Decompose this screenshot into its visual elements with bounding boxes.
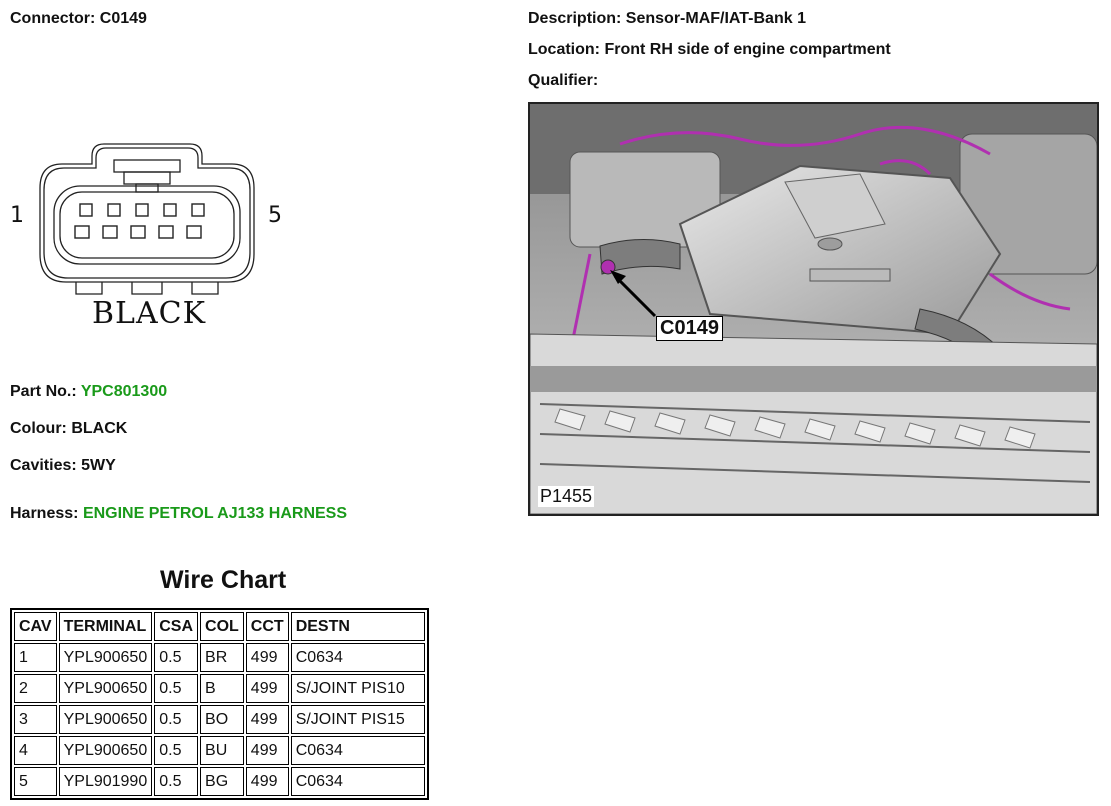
header-destn: DESTN: [290, 612, 425, 641]
connector-face-icon: [39, 143, 255, 295]
colour-value: BLACK: [71, 420, 128, 437]
table-row: 5 YPL901990 0.5 BG 499 C0634: [14, 767, 425, 796]
wire-chart-title: Wire Chart: [160, 566, 287, 594]
cell-col: B: [200, 674, 244, 703]
cell-col: BG: [200, 767, 244, 796]
cell-csa: 0.5: [154, 767, 199, 796]
location-photo: C0149 P1455: [528, 102, 1099, 516]
harness-link[interactable]: ENGINE PETROL AJ133 HARNESS: [82, 505, 348, 522]
cell-csa: 0.5: [154, 674, 199, 703]
description-value: Sensor-MAF/IAT-Bank 1: [625, 10, 806, 27]
colour-line: Colour: BLACK: [10, 420, 127, 438]
cell-cct: 499: [245, 705, 289, 734]
cavities-value: 5WY: [81, 457, 116, 474]
photo-reference-label: P1455: [538, 486, 595, 507]
cell-cct: 499: [245, 767, 289, 796]
cell-cav: 1: [14, 643, 57, 672]
cell-cav: 5: [14, 767, 57, 796]
cavities-label: Cavities:: [10, 457, 77, 474]
table-row: 4 YPL900650 0.5 BU 499 C0634: [14, 736, 425, 765]
table-row: 2 YPL900650 0.5 B 499 S/JOINT PIS10: [14, 674, 425, 703]
cell-destn: S/JOINT PIS15: [290, 705, 425, 734]
cell-cct: 499: [245, 736, 289, 765]
part-number-label: Part No.:: [10, 383, 77, 400]
header-cct: CCT: [245, 612, 289, 641]
photo-callout-label: C0149: [656, 316, 723, 341]
colour-label: Colour:: [10, 420, 67, 437]
cell-csa: 0.5: [154, 705, 199, 734]
table-row: 3 YPL900650 0.5 BO 499 S/JOINT PIS15: [14, 705, 425, 734]
qualifier-line: Qualifier:: [528, 72, 598, 90]
description-line: Description: Sensor-MAF/IAT-Bank 1: [528, 10, 806, 28]
connector-label: Connector:: [10, 10, 96, 27]
connector-color-label: BLACK: [92, 296, 206, 331]
cell-cct: 499: [245, 643, 289, 672]
cell-col: BR: [200, 643, 244, 672]
cell-terminal: YPL900650: [58, 736, 153, 765]
cell-csa: 0.5: [154, 643, 199, 672]
cell-destn: S/JOINT PIS10: [290, 674, 425, 703]
harness-line: Harness: ENGINE PETROL AJ133 HARNESS: [10, 505, 347, 523]
cell-terminal: YPL900650: [58, 674, 153, 703]
connector-line: Connector: C0149: [10, 10, 147, 28]
header-csa: CSA: [154, 612, 199, 641]
header-col: COL: [200, 612, 244, 641]
connector-value: C0149: [99, 10, 147, 27]
header-cav: CAV: [14, 612, 57, 641]
cell-csa: 0.5: [154, 736, 199, 765]
cavities-line: Cavities: 5WY: [10, 457, 116, 475]
cell-terminal: YPL900650: [58, 705, 153, 734]
cell-cav: 3: [14, 705, 57, 734]
cell-terminal: YPL901990: [58, 767, 153, 796]
part-number-link[interactable]: YPC801300: [80, 383, 168, 400]
cell-cav: 4: [14, 736, 57, 765]
connector-diagram: 1 5 BLACK: [8, 138, 298, 338]
cell-col: BO: [200, 705, 244, 734]
pin-number-right: 5: [268, 203, 282, 228]
cell-destn: C0634: [290, 643, 425, 672]
table-row: 1 YPL900650 0.5 BR 499 C0634: [14, 643, 425, 672]
cell-destn: C0634: [290, 736, 425, 765]
cell-cct: 499: [245, 674, 289, 703]
wire-chart-header-row: CAV TERMINAL CSA COL CCT DESTN: [14, 612, 425, 641]
description-label: Description:: [528, 10, 622, 27]
cell-destn: C0634: [290, 767, 425, 796]
harness-label: Harness:: [10, 505, 79, 522]
location-value: Front RH side of engine compartment: [604, 41, 891, 58]
pin-number-left: 1: [10, 203, 24, 228]
cell-terminal: YPL900650: [58, 643, 153, 672]
location-line: Location: Front RH side of engine compar…: [528, 41, 891, 59]
cell-cav: 2: [14, 674, 57, 703]
part-number-line: Part No.: YPC801300: [10, 383, 167, 401]
engine-bay-illustration: [530, 104, 1097, 514]
cell-col: BU: [200, 736, 244, 765]
wire-chart-table: CAV TERMINAL CSA COL CCT DESTN 1 YPL9006…: [10, 608, 429, 800]
header-terminal: TERMINAL: [58, 612, 153, 641]
qualifier-label: Qualifier:: [528, 72, 599, 89]
location-label: Location:: [528, 41, 600, 58]
